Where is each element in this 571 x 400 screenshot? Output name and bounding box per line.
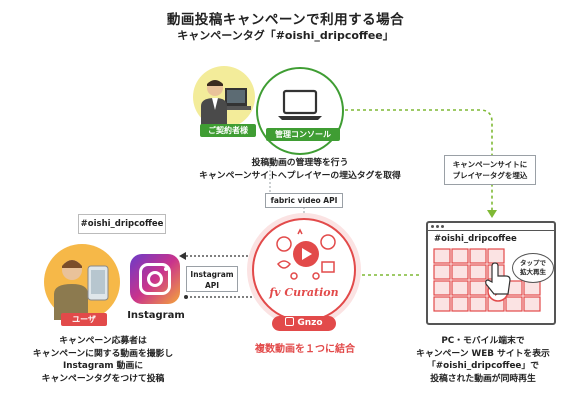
instagram-label: Instagram xyxy=(127,310,185,321)
embed-note-line2: プレイヤータグを埋込 xyxy=(452,171,528,180)
gnzo-logo-text: Gnzo xyxy=(297,318,323,328)
user-circle xyxy=(44,244,120,320)
hand-tap-icon xyxy=(485,262,511,295)
client-person-circle xyxy=(193,66,255,128)
campaign-site-window: #oishi_dripcoffee xyxy=(426,221,556,325)
instagram-api-box: Instagram API xyxy=(186,266,238,292)
user-desc-line2: キャンペーンに関する動画を撮影し xyxy=(32,348,174,359)
client-desc-line2: キャンペーンサイトへプレイヤーの埋込タグを取得 xyxy=(199,170,401,181)
tap-note-line1: タップで xyxy=(520,259,546,267)
api-box: fabric video API xyxy=(265,193,343,208)
page-subtitle: キャンペーンタグ「#oishi_dripcoffee」 xyxy=(177,29,394,42)
user-description: キャンペーン応募者は キャンペーンに関する動画を撮影し Instagram 動画… xyxy=(8,335,198,385)
curation-brand-label: fv Curation xyxy=(269,286,339,299)
video-grid xyxy=(433,248,541,312)
user-desc-line4: キャンペーンタグをつけて投稿 xyxy=(41,373,165,384)
site-description: PC・モバイル端末で キャンペーン WEB サイトを表示 「#oishi_dri… xyxy=(398,335,568,385)
console-site-dashed-line xyxy=(345,109,493,212)
gnzo-logo: Gnzo xyxy=(272,316,336,331)
user-with-phone-icon xyxy=(54,260,109,320)
client-badge: ご契約者様 xyxy=(200,124,256,137)
user-badge: ユーザ xyxy=(61,313,107,326)
site-desc-line3: 「#oishi_dripcoffee」で xyxy=(427,361,539,372)
client-desc-line1: 投稿動画の管理等を行う xyxy=(251,158,349,168)
client-description: 投稿動画の管理等を行う キャンペーンサイトへプレイヤーの埋込タグを取得 xyxy=(180,157,420,182)
site-desc-line2: キャンペーン WEB サイトを表示 xyxy=(416,348,550,359)
gnzo-logo-mark xyxy=(285,317,295,326)
tap-note-line2: 拡大再生 xyxy=(520,268,546,276)
instagram-api-line2: API xyxy=(204,281,220,290)
console-circle xyxy=(256,67,344,155)
tap-note-bubble: タップで 拡大再生 xyxy=(512,253,554,283)
site-hashtag: #oishi_dripcoffee xyxy=(434,234,517,244)
instagram-api-line1: Instagram xyxy=(190,270,234,279)
center-to-ig-arrow-head xyxy=(179,252,186,260)
hashtag-bubble: #oishi_dripcoffee xyxy=(78,214,166,234)
browser-titlebar xyxy=(428,223,554,231)
page-title: 動画投稿キャンペーンで利用する場合 xyxy=(166,12,405,28)
curation-caption: 複数動画を１つに結合 xyxy=(255,344,355,355)
console-badge: 管理コンソール xyxy=(266,128,340,141)
embed-note-line1: キャンペーンサイトに xyxy=(452,160,528,169)
instagram-icon xyxy=(130,254,180,304)
businessman-icon xyxy=(201,80,251,128)
user-desc-line3: Instagram 動画に xyxy=(62,361,144,372)
user-desc-line1: キャンペーン応募者は xyxy=(59,336,147,346)
curation-circle: fv Curation xyxy=(252,218,356,322)
media-collage-icon xyxy=(276,228,336,280)
site-arrow-head xyxy=(487,210,497,218)
embed-note-box: キャンペーンサイトに プレイヤータグを埋込 xyxy=(444,155,536,185)
site-desc-line4: 投稿された動画が同時再生 xyxy=(430,373,536,384)
laptop-icon xyxy=(278,89,322,120)
site-desc-line1: PC・モバイル端末で xyxy=(441,336,525,346)
